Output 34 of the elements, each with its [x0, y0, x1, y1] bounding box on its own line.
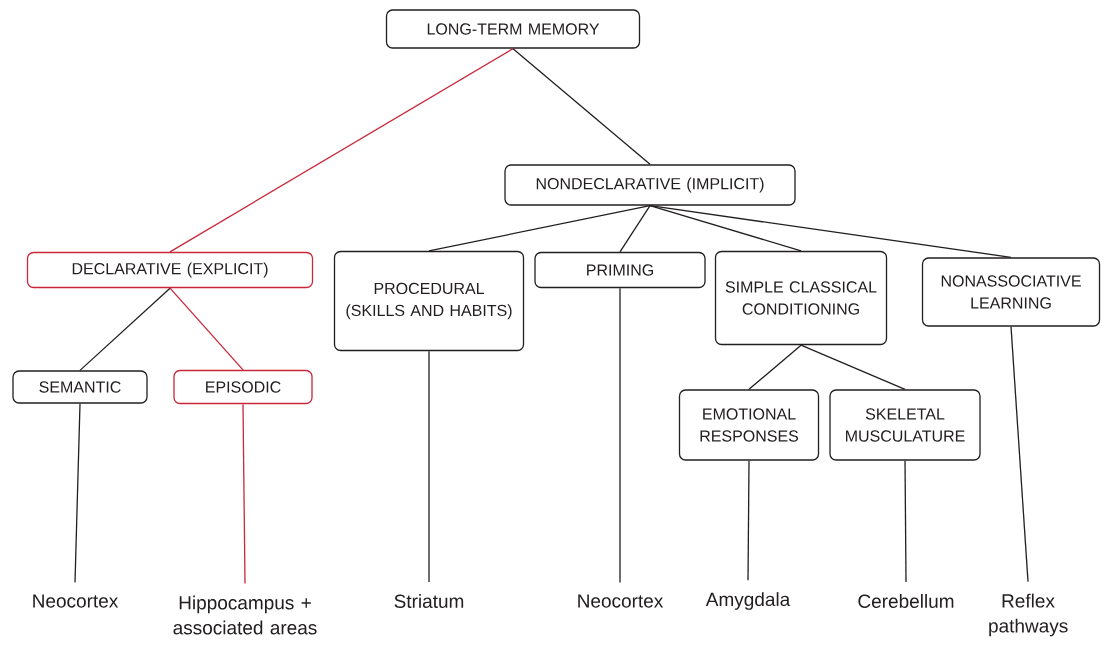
connector-line [1010, 326, 1029, 583]
connector-line [748, 344, 802, 390]
brain-region-label: Striatum [394, 594, 464, 608]
brain-region-label: Cerebellum [858, 594, 954, 608]
memory-box: PRIMING [534, 251, 706, 289]
connector-line [619, 287, 621, 584]
connector-line [800, 344, 906, 390]
connector-line [619, 205, 651, 253]
connector-line [169, 48, 514, 253]
connector-line [747, 460, 750, 581]
memory-box: SKELETAL MUSCULATURE [829, 389, 981, 461]
connector-line [169, 287, 244, 371]
memory-box: LONG-TERM MEMORY [385, 9, 641, 49]
memory-box: SEMANTIC [12, 370, 148, 404]
connector-line [428, 350, 430, 583]
brain-region-label: Neocortex [33, 594, 119, 608]
brain-region-label: Hippocampus + associated areas [173, 595, 317, 635]
memory-box: EPISODIC [173, 369, 313, 405]
memory-box: SIMPLE CLASSICAL CONDITIONING [714, 250, 888, 346]
brain-region-label: Amygdala [705, 592, 791, 610]
connector-line [904, 460, 907, 583]
brain-region-label: Reflex pathways [989, 593, 1068, 637]
connector-line [74, 403, 81, 584]
connector-line [512, 48, 651, 165]
memory-box: NONDECLARATIVE (IMPLICIT) [504, 164, 796, 206]
memory-box: EMOTIONAL RESPONSES [678, 389, 820, 461]
connector-line [649, 205, 1012, 258]
connector-line [242, 403, 246, 585]
memory-box: DECLARATIVE (EXPLICIT) [26, 251, 314, 289]
connector-line [79, 287, 171, 371]
brain-region-label: Neocortex [578, 594, 664, 608]
memory-box: NONASSOCIATIVE LEARNING [921, 257, 1101, 327]
connector-line [428, 205, 651, 252]
memory-box: PROCEDURAL (SKILLS AND HABITS) [333, 250, 525, 352]
